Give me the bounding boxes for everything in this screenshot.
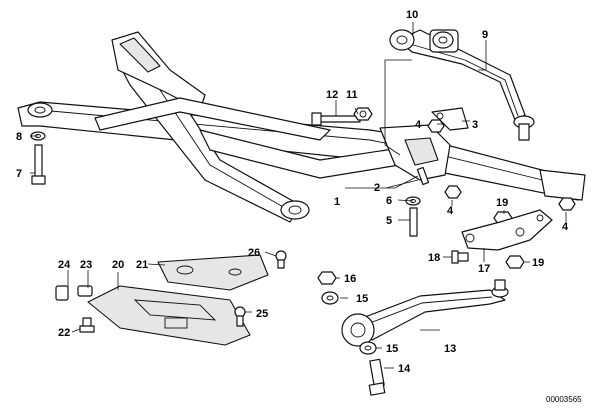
callout-19: 19 — [496, 197, 508, 209]
callout-4: 4 — [562, 221, 569, 233]
bolt-2 — [416, 166, 430, 186]
hex-bolt-12 — [311, 112, 361, 126]
protective-plate-20 — [87, 285, 251, 346]
callout-3: 3 — [472, 119, 478, 131]
callout-labels: 10 9 12 11 4 3 8 7 2 1 6 5 4 19 4 18 17 … — [16, 9, 569, 375]
callout-11: 11 — [346, 89, 358, 101]
nut-4-upper — [427, 119, 445, 133]
bolt-7 — [31, 144, 46, 185]
washer-15-lower — [359, 341, 377, 355]
callout-12: 12 — [326, 89, 338, 101]
bolt-18 — [451, 250, 469, 264]
callout-22: 22 — [58, 327, 70, 339]
callout-26: 26 — [248, 247, 260, 259]
callout-6: 6 — [386, 195, 392, 207]
nut-24 — [55, 285, 69, 301]
callout-17: 17 — [478, 263, 490, 275]
callout-15: 15 — [386, 343, 398, 355]
callout-13: 13 — [444, 343, 456, 355]
nut-4-right — [558, 197, 576, 211]
callout-1: 1 — [334, 196, 340, 208]
nut-16 — [317, 271, 337, 285]
screw-25 — [234, 306, 246, 327]
callout-20: 20 — [112, 259, 124, 271]
clip-23 — [77, 285, 93, 297]
callout-18: 18 — [428, 252, 440, 264]
callout-5: 5 — [386, 215, 392, 227]
cover-plate-21 — [157, 254, 269, 291]
callout-7: 7 — [16, 168, 22, 180]
washer-15-upper — [321, 291, 339, 305]
callout-25: 25 — [256, 308, 268, 320]
callout-21: 21 — [136, 259, 148, 271]
callout-23: 23 — [80, 259, 92, 271]
rubber-mount-bushing — [389, 29, 459, 53]
screw-22 — [79, 317, 95, 333]
diagram-reference-number: 00003565 — [546, 395, 582, 404]
callout-15: 15 — [356, 293, 368, 305]
callout-14: 14 — [398, 363, 411, 375]
nut-19-lower — [505, 255, 525, 269]
callout-16: 16 — [344, 273, 356, 285]
callout-4: 4 — [415, 119, 422, 131]
bolt-14 — [368, 358, 386, 396]
callout-4: 4 — [447, 205, 454, 217]
bolt-5 — [409, 207, 418, 237]
callout-19: 19 — [532, 257, 544, 269]
callout-9: 9 — [482, 29, 488, 41]
front-axle-subframe — [17, 31, 586, 223]
nut-11 — [353, 107, 373, 121]
callout-2: 2 — [374, 182, 380, 194]
nut-4-center — [444, 185, 462, 199]
callout-8: 8 — [16, 131, 22, 143]
screw-26 — [275, 250, 287, 269]
callout-10: 10 — [406, 9, 418, 21]
bearing-bracket-17 — [461, 209, 553, 251]
callout-24: 24 — [58, 259, 71, 271]
leader-lines — [30, 22, 567, 369]
wishbone-13 — [341, 279, 509, 347]
